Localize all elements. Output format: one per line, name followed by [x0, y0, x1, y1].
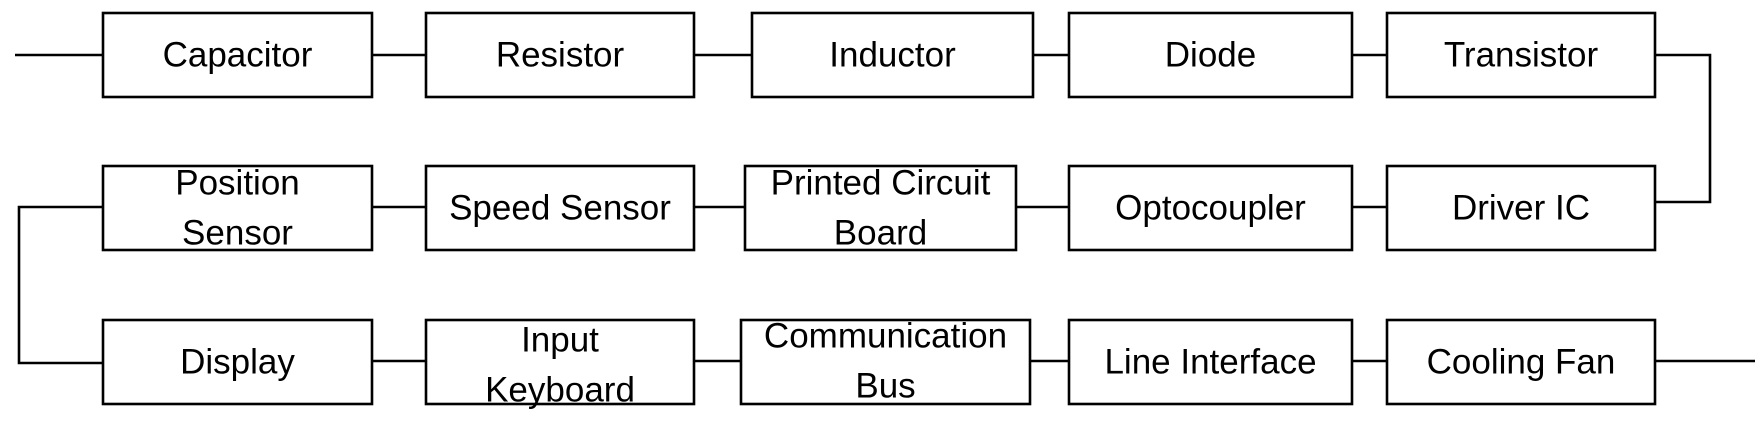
- block-speed-sensor-label: Speed Sensor: [449, 189, 671, 228]
- block-communication-bus-label-line-1: Communication: [764, 317, 1007, 356]
- block-line-interface: Line Interface: [1067, 318, 1354, 406]
- block-diode: Diode: [1067, 11, 1354, 99]
- block-position-sensor-label-line-1: Position: [175, 164, 300, 203]
- connection-wires: [15, 53, 1755, 365]
- block-communication-bus: Communication Bus: [739, 317, 1032, 406]
- block-display-label: Display: [180, 343, 295, 382]
- block-display: Display: [101, 318, 374, 406]
- block-driver-ic-label: Driver IC: [1452, 189, 1590, 228]
- block-input-keyboard: Input Keyboard: [424, 318, 696, 410]
- block-speed-sensor: Speed Sensor: [424, 164, 696, 252]
- block-input-keyboard-label-line-1: Input: [521, 321, 599, 360]
- block-printed-circuit-board-label-line-1: Printed Circuit: [771, 164, 991, 203]
- block-cooling-fan-label: Cooling Fan: [1427, 343, 1616, 382]
- block-capacitor: Capacitor: [101, 11, 374, 99]
- block-diode-label: Diode: [1165, 36, 1256, 75]
- block-driver-ic: Driver IC: [1385, 164, 1657, 252]
- block-communication-bus-label-line-2: Bus: [855, 367, 915, 406]
- block-inductor: Inductor: [750, 11, 1035, 99]
- block-transistor-label: Transistor: [1444, 36, 1599, 75]
- block-resistor: Resistor: [424, 11, 696, 99]
- block-transistor: Transistor: [1385, 11, 1657, 99]
- block-line-interface-label: Line Interface: [1104, 343, 1316, 382]
- wire-position-sensor-display: [17, 205, 103, 365]
- wire-transistor-driver-ic: [1655, 53, 1712, 204]
- block-cooling-fan: Cooling Fan: [1385, 318, 1657, 406]
- block-printed-circuit-board-label-line-2: Board: [834, 214, 927, 253]
- block-position-sensor: Position Sensor: [101, 164, 374, 253]
- block-optocoupler-label: Optocoupler: [1115, 189, 1306, 228]
- block-input-keyboard-label-line-2: Keyboard: [485, 371, 635, 410]
- block-printed-circuit-board: Printed Circuit Board: [743, 164, 1018, 253]
- block-optocoupler: Optocoupler: [1067, 164, 1354, 252]
- block-inductor-label: Inductor: [829, 36, 956, 75]
- block-capacitor-label: Capacitor: [163, 36, 313, 75]
- block-position-sensor-label-line-2: Sensor: [182, 214, 293, 253]
- block-resistor-label: Resistor: [496, 36, 625, 75]
